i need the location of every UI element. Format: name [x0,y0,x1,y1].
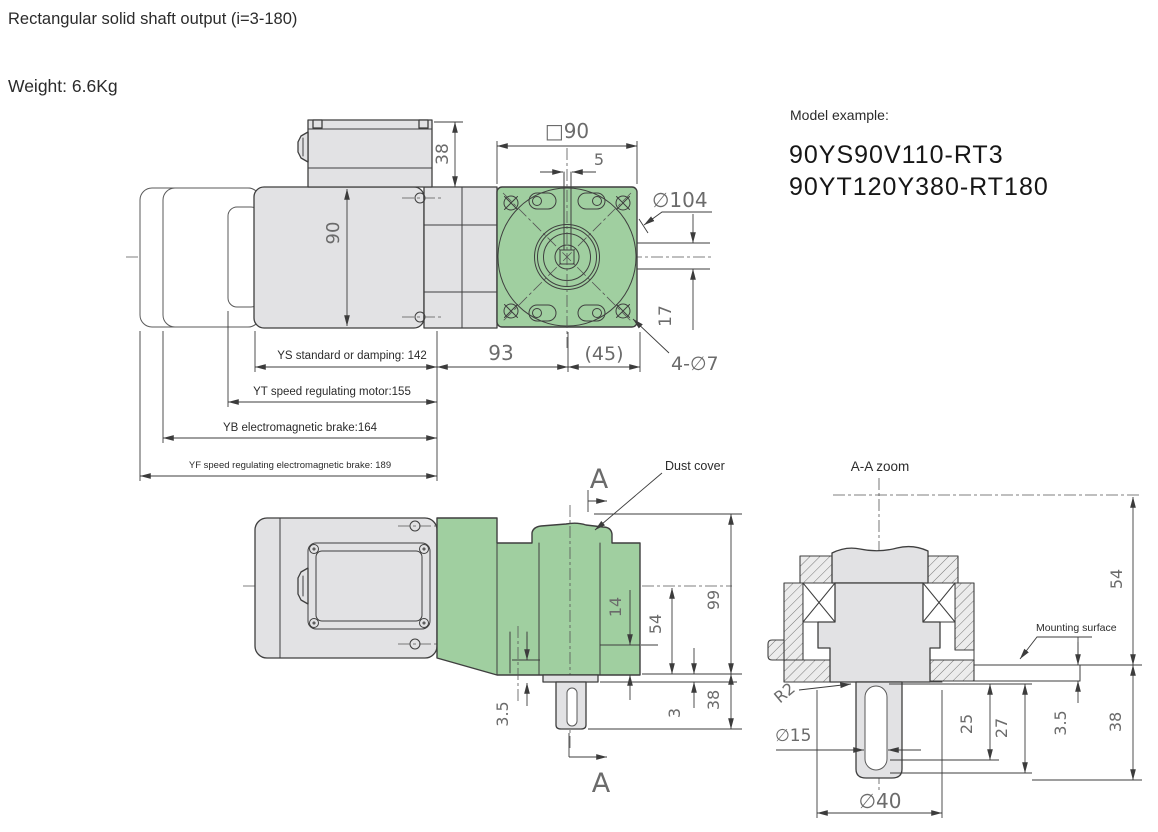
top-view: 38 90 □90 5 ∅104 17 [126,119,719,481]
dim-offset-17: 17 [656,305,676,327]
motor-body-side [254,517,448,659]
detail-title: A-A zoom [851,459,910,474]
note-ys-length: YS standard or damping: 142 [277,350,427,362]
dim-body-height: 90 [323,222,344,245]
corner-bolt-holes [503,195,631,319]
detail-dim-r2: R2 [770,679,799,707]
model-number-1: 90YS90V110-RT3 [789,141,1004,169]
keyway-slot-section [864,685,888,771]
motor-length-phantom-outlines [139,187,261,328]
detail-dimensions: 54 R2 ∅15 25 27 3.5 38 [770,496,1142,818]
detail-view: A-A zoom [767,459,1142,818]
detail-dim-3-5: 3.5 [1051,710,1070,735]
side-view-dimensions: 14 54 99 3 38 3.5 A [493,459,742,799]
cover-screws [309,544,429,628]
side-view: 14 54 99 3 38 3.5 A [243,459,742,799]
housing-section [767,555,975,683]
detail-dim-40: ∅40 [859,789,902,813]
page-title: Rectangular solid shaft output (i=3-180) [8,10,297,28]
output-flange-face [496,148,638,348]
top-view-dimensions: 38 90 □90 5 ∅104 17 [139,119,719,481]
detail-dim-27: 27 [992,718,1011,738]
mounting-plate [941,649,1081,682]
motor-body-top [253,186,498,329]
detail-dim-25: 25 [957,714,976,734]
dim-flange-square: □90 [545,119,589,143]
detail-dim-15: ∅15 [775,726,811,746]
dim-step-3-5: 3.5 [493,701,512,726]
dust-cover-label: Dust cover [665,459,725,473]
terminal-box [297,119,433,188]
detail-dim-38: 38 [1106,712,1125,732]
dim-corner-holes: 4-∅7 [671,353,719,375]
mounting-surface-label: Mounting surface [1036,622,1117,634]
dim-boss-3: 3 [665,708,684,718]
slotted-holes [528,192,606,322]
section-marker-a-top: A [590,464,609,495]
dim-flange-depth: (45) [584,343,623,365]
keyway-slot-side [566,687,578,727]
dim-terminal-box-height: 38 [433,143,453,165]
weight-label: Weight: 6.6Kg [8,76,118,96]
dim-center-to-face-54: 54 [646,614,665,634]
note-yt-length: YT speed regulating motor:155 [253,386,411,398]
shaft-boss-side [542,674,599,683]
note-yf-length: YF speed regulating electromagnetic brak… [189,460,391,471]
dim-key-width: 5 [594,150,604,169]
note-yb-length: YB electromagnetic brake:164 [223,422,378,434]
dim-gear-length: 93 [488,341,513,365]
shaft-section [816,545,943,779]
dim-recess-14: 14 [606,597,625,617]
model-example-label: Model example: [790,107,889,123]
dim-shaft-length-38: 38 [704,690,723,710]
model-number-2: 90YT120Y380-RT180 [789,173,1049,201]
section-marker-a-bottom: A [592,768,611,799]
detail-dim-54: 54 [1107,569,1126,589]
gearbox-side [436,505,641,750]
dim-total-height-99: 99 [704,590,723,610]
dim-flange-circle: ∅104 [652,188,708,212]
